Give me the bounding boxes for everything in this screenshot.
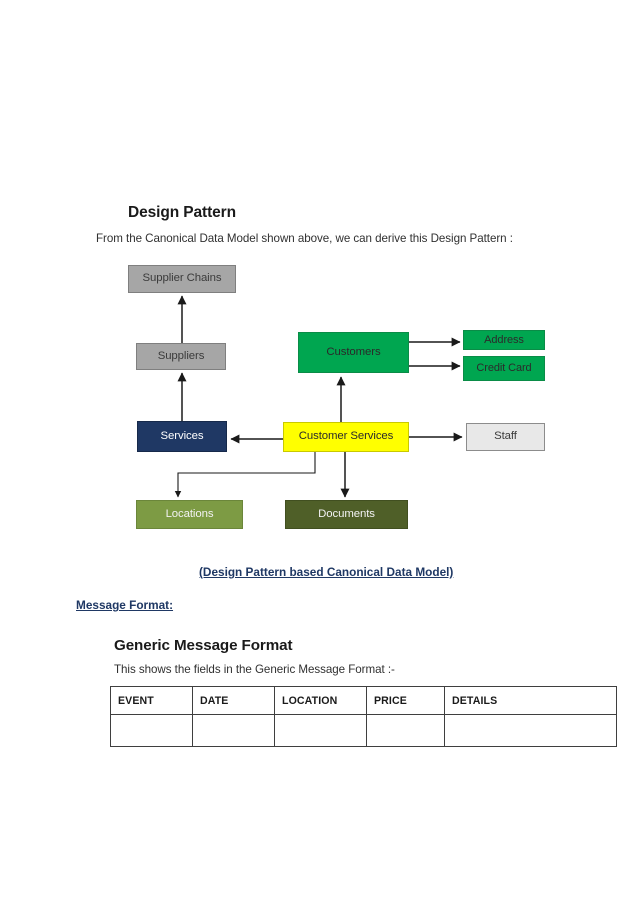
cell-event[interactable] (110, 714, 193, 747)
page-title: Design Pattern (128, 204, 236, 221)
node-label: Credit Card (476, 362, 532, 374)
node-label: Locations (165, 507, 214, 520)
column-header-event: EVENT (110, 686, 193, 715)
node-label: Documents (318, 507, 375, 520)
node-label: Services (160, 429, 204, 442)
cell-location[interactable] (274, 714, 367, 747)
node-staff[interactable]: Staff (466, 423, 545, 451)
generic-message-format-intro: This shows the fields in the Generic Mes… (114, 663, 395, 676)
section-intro-text: From the Canonical Data Model shown abov… (96, 232, 513, 245)
node-customers[interactable]: Customers (298, 332, 409, 373)
node-label: Staff (494, 430, 517, 443)
node-supplier-chains[interactable]: Supplier Chains (128, 265, 236, 293)
table-header-row: EVENT DATE LOCATION PRICE DETAILS (110, 686, 617, 715)
node-credit-card[interactable]: Credit Card (463, 356, 545, 381)
node-label: Customers (326, 345, 381, 358)
cell-price[interactable] (366, 714, 445, 747)
node-label: Address (484, 333, 524, 346)
node-customer-services[interactable]: Customer Services (283, 422, 409, 452)
cell-date[interactable] (192, 714, 275, 747)
node-label: Suppliers (157, 349, 205, 362)
node-label: Supplier Chains (142, 272, 222, 285)
node-services[interactable]: Services (137, 421, 227, 452)
message-format-table: EVENT DATE LOCATION PRICE DETAILS (110, 686, 617, 747)
node-address[interactable]: Address (463, 330, 545, 350)
node-suppliers[interactable]: Suppliers (136, 343, 226, 370)
column-header-date: DATE (192, 686, 275, 715)
node-locations[interactable]: Locations (136, 500, 243, 529)
column-header-details: DETAILS (444, 686, 617, 715)
edge-customer-services-locations (174, 452, 316, 498)
column-header-location: LOCATION (274, 686, 367, 715)
diagram-caption: (Design Pattern based Canonical Data Mod… (199, 565, 454, 579)
cell-details[interactable] (444, 714, 617, 747)
node-documents[interactable]: Documents (285, 500, 408, 529)
node-label: Customer Services (298, 430, 394, 443)
generic-message-format-title: Generic Message Format (114, 637, 293, 654)
column-header-price: PRICE (366, 686, 445, 715)
table-row (110, 714, 617, 747)
message-format-heading: Message Format: (76, 598, 174, 612)
